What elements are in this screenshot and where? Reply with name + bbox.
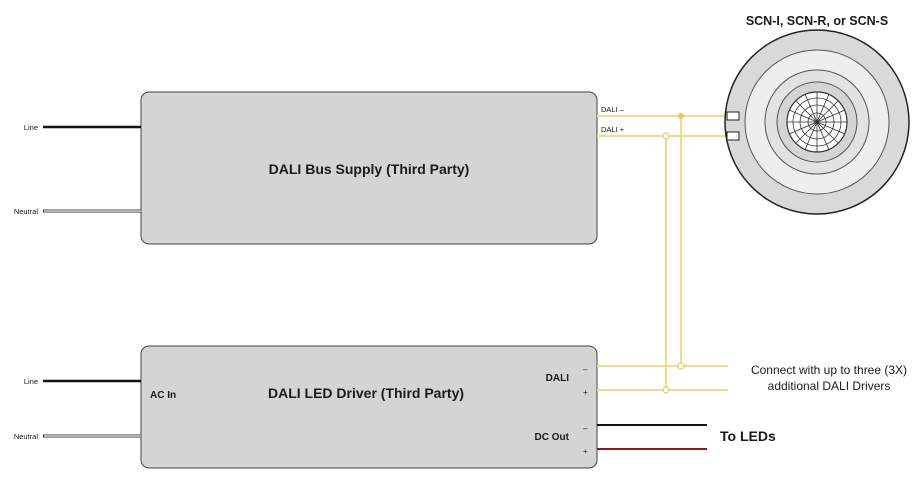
driver-ac-in-label: AC In: [150, 390, 176, 401]
junction-minus-top: [678, 113, 684, 119]
driver-dc-minus-sign: –: [583, 424, 588, 433]
bus-supply-dali-plus-label: DALI +: [601, 125, 625, 134]
driver-dc-out-label: DC Out: [535, 432, 570, 443]
driver-dali-minus-sign: –: [583, 365, 588, 374]
connect-note-line2: additional DALI Drivers: [768, 379, 891, 393]
junction-plus-bottom: [662, 386, 670, 394]
driver-box: [140, 345, 598, 469]
bus-supply-box: [140, 91, 598, 245]
bus-supply-line-label: Line: [24, 123, 38, 132]
sensor-title: SCN-I, SCN-R, or SCN-S: [746, 14, 888, 28]
driver-line-label: Line: [24, 377, 38, 386]
bus-supply-title: DALI Bus Supply (Third Party): [269, 161, 470, 177]
bus-supply-neutral-label: Neutral: [14, 207, 39, 216]
junction-minus-bottom: [677, 362, 685, 370]
driver-dali-plus-sign: +: [583, 388, 588, 397]
bus-supply-dali-minus-label: DALI –: [601, 105, 625, 114]
driver-title: DALI LED Driver (Third Party): [268, 385, 464, 401]
connect-note-line1: Connect with up to three (3X): [751, 363, 907, 377]
driver-dali-label: DALI: [546, 373, 570, 384]
driver-dc-plus-sign: +: [583, 447, 588, 456]
sensor-graphic: [724, 29, 910, 215]
junction-plus-top: [662, 132, 670, 140]
to-leds-label: To LEDs: [720, 428, 776, 444]
driver-neutral-label: Neutral: [14, 432, 39, 441]
